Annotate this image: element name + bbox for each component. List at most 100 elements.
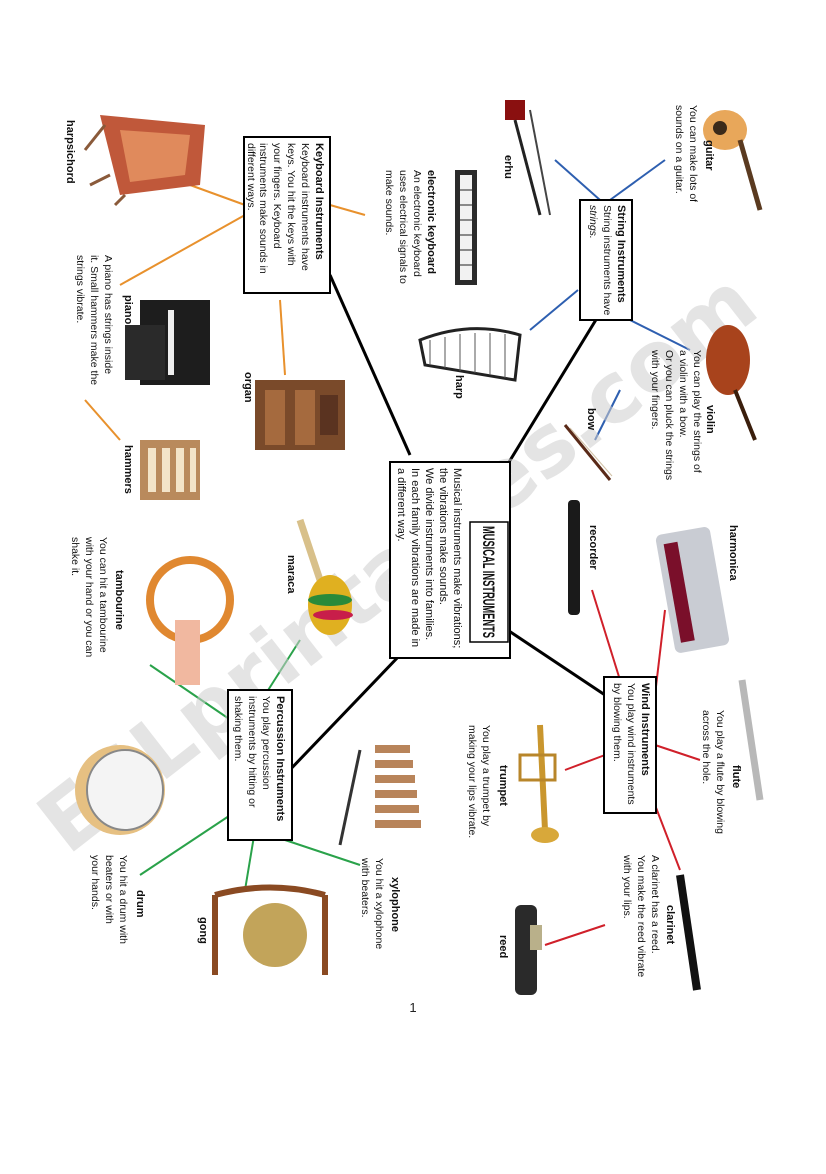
keyboard-family-line-3: instruments make sounds in bbox=[257, 143, 269, 274]
violin-desc-2: Or you can pluck the strings bbox=[663, 350, 675, 480]
recorder-name: recorder bbox=[587, 525, 599, 570]
electronic-keyboard-desc-2: make sounds. bbox=[383, 170, 395, 235]
keyboard-family-node: Keyboard Instruments Keyboard instrument… bbox=[244, 137, 330, 293]
violin-name: violin bbox=[704, 405, 716, 434]
clarinet-desc-2: with your lips. bbox=[621, 854, 633, 919]
string-family-line-1: strings. bbox=[587, 205, 599, 239]
center-node: MUSICAL INSTRUMENTS Musical instruments … bbox=[390, 462, 510, 658]
recorder-picture bbox=[568, 500, 580, 615]
harmonica-label: harmonica bbox=[727, 525, 739, 582]
harmonica-name: harmonica bbox=[727, 525, 739, 582]
recorder-label: recorder bbox=[587, 525, 599, 570]
hammers-name: hammers bbox=[122, 445, 134, 494]
piano-desc-2: strings vibrate. bbox=[74, 255, 86, 323]
percussion-family-line-0: You play percussion bbox=[260, 696, 272, 790]
violin-desc-0: You can play the strings of bbox=[691, 350, 703, 473]
reed-name: reed bbox=[497, 935, 509, 958]
piano-name: piano bbox=[122, 295, 134, 325]
wind-family-line-0: You play wind instruments bbox=[625, 683, 637, 805]
string-family-node: String Instruments String instruments ha… bbox=[580, 200, 632, 320]
xylophone-desc-0: You hit a xylophone bbox=[373, 858, 385, 949]
tambourine-desc-2: shake it. bbox=[69, 537, 81, 576]
keyboard-family-line-4: different ways. bbox=[245, 143, 257, 211]
trumpet-name: trumpet bbox=[497, 765, 509, 806]
xylophone-description: You hit a xylophone with beaters. bbox=[359, 857, 385, 949]
keyboard-family-line-2: your fingers. Keyboard bbox=[271, 143, 283, 249]
drum-description: You hit a drum with beaters or with your… bbox=[89, 855, 129, 944]
drum-name: drum bbox=[134, 890, 146, 918]
harp-picture bbox=[420, 329, 520, 380]
hammers-picture bbox=[140, 440, 200, 500]
flute-label: flute bbox=[730, 765, 742, 788]
organ-name: organ bbox=[242, 372, 254, 403]
piano-label: piano bbox=[122, 295, 134, 325]
trumpet-description: You play a trumpet by making your lips v… bbox=[466, 725, 492, 838]
xylophone-name: xylophone bbox=[389, 877, 401, 932]
trumpet-picture bbox=[520, 725, 559, 843]
flute-name: flute bbox=[730, 765, 742, 788]
percussion-family-title: Percussion Instruments bbox=[274, 696, 286, 821]
string-family-line-0: String instruments have bbox=[601, 205, 613, 315]
flute-picture bbox=[742, 680, 760, 800]
tambourine-description: You can hit a tambourine with your hand … bbox=[69, 536, 109, 657]
bow-name: bow bbox=[585, 408, 597, 430]
drum-desc-2: your hands. bbox=[89, 855, 101, 910]
flute-desc-0: You play a flute by blowing bbox=[714, 710, 726, 834]
drum-desc-1: beaters or with bbox=[103, 855, 115, 924]
clarinet-label: clarinet bbox=[664, 905, 676, 944]
hammers-label: hammers bbox=[122, 445, 134, 494]
drum-picture bbox=[75, 745, 165, 835]
drum-label: drum bbox=[134, 890, 146, 918]
piano-description: A piano has strings inside it. Small ham… bbox=[74, 255, 114, 385]
string-family-title: String Instruments bbox=[615, 205, 627, 303]
electronic-keyboard-desc-0: An electronic keyboard bbox=[411, 170, 423, 277]
tambourine-desc-1: with your hand or you can bbox=[83, 536, 95, 657]
violin-desc-1: a violin with a bow. bbox=[677, 350, 689, 438]
center-title: MUSICAL INSTRUMENTS bbox=[479, 526, 498, 638]
clarinet-name: clarinet bbox=[664, 905, 676, 944]
organ-picture bbox=[255, 380, 345, 450]
keyboard-family-line-1: keys. You hit the keys with bbox=[285, 143, 297, 266]
guitar-desc-1: sounds on a guitar. bbox=[673, 105, 685, 194]
center-line-0: Musical instruments make vibrations; bbox=[451, 468, 463, 648]
electronic-keyboard-name: electronic keyboard bbox=[425, 170, 437, 274]
flute-desc-1: across the hole. bbox=[700, 710, 712, 784]
page-number: 1 bbox=[0, 1000, 826, 1015]
wind-family-node: Wind Instruments You play wind instrumen… bbox=[604, 677, 656, 813]
center-line-1: the vibrations make sounds. bbox=[437, 468, 449, 605]
guitar-label: guitar bbox=[703, 140, 715, 171]
keyboard-family-title: Keyboard Instruments bbox=[313, 143, 325, 260]
piano-picture bbox=[125, 300, 210, 385]
clarinet-description: A clarinet has a reed. You make the reed… bbox=[621, 854, 661, 977]
harp-name: harp bbox=[453, 375, 465, 399]
clarinet-desc-0: A clarinet has a reed. bbox=[649, 855, 661, 954]
xylophone-desc-1: with beaters. bbox=[359, 857, 371, 918]
violin-label: violin bbox=[704, 405, 716, 434]
trumpet-desc-1: making your lips vibrate. bbox=[466, 725, 478, 838]
clarinet-desc-1: You make the reed vibrate bbox=[635, 855, 647, 977]
flute-description: You play a flute by blowing across the h… bbox=[700, 710, 726, 834]
center-line-4: a different way. bbox=[395, 468, 407, 542]
violin-desc-3: with your fingers. bbox=[649, 349, 661, 429]
organ-label: organ bbox=[242, 372, 254, 403]
center-line-3: In each family vibrations are made in bbox=[409, 468, 421, 647]
erhu-label: erhu bbox=[502, 155, 514, 179]
tambourine-desc-0: You can hit a tambourine bbox=[97, 537, 109, 653]
maraca-label: maraca bbox=[285, 555, 297, 594]
clarinet-picture bbox=[680, 875, 697, 990]
tambourine-label: tambourine bbox=[113, 570, 125, 630]
guitar-name: guitar bbox=[703, 140, 715, 171]
center-line-2: We divide instruments into families. bbox=[423, 468, 435, 640]
xylophone-picture bbox=[340, 745, 421, 845]
piano-desc-1: it. Small hammers make the bbox=[88, 255, 100, 385]
erhu-name: erhu bbox=[502, 155, 514, 179]
guitar-desc-0: You can make lots of bbox=[687, 105, 699, 202]
xylophone-label: xylophone bbox=[389, 877, 401, 932]
guitar-description: You can make lots of sounds on a guitar. bbox=[673, 105, 699, 202]
wind-family-title: Wind Instruments bbox=[639, 683, 651, 776]
maraca-name: maraca bbox=[285, 555, 297, 594]
harp-label: harp bbox=[453, 375, 465, 399]
electronic-keyboard-label: electronic keyboard An electronic keyboa… bbox=[383, 170, 437, 284]
reed-label: reed bbox=[497, 935, 509, 958]
